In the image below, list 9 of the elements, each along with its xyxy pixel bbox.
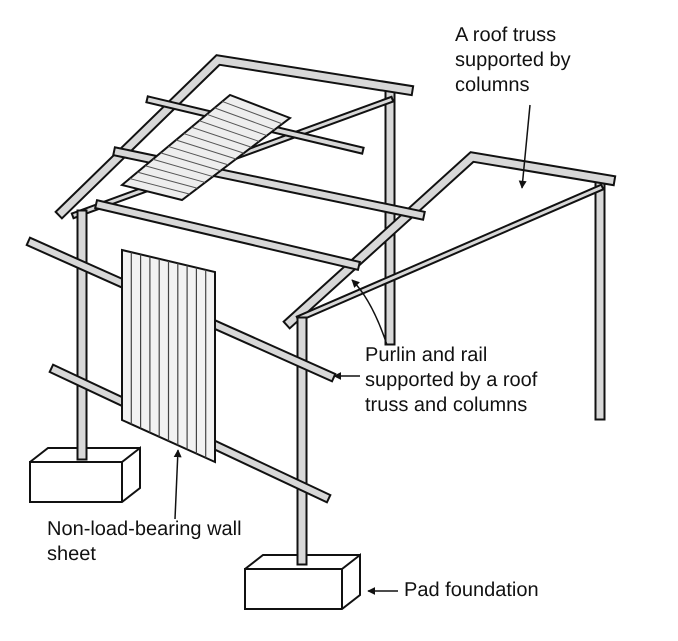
callout-label: Non-load-bearing wall sheet xyxy=(47,517,247,567)
leader-line xyxy=(351,279,388,346)
leader-line xyxy=(174,449,182,520)
leader-line xyxy=(367,587,398,595)
callout-label: Pad foundation xyxy=(404,578,604,603)
leader-line xyxy=(333,372,360,380)
callout-label: Purlin and rail supported by a roof truss and columns xyxy=(365,343,580,418)
callout-label: A roof truss supported by columns xyxy=(455,23,620,98)
leader-line xyxy=(518,104,531,189)
